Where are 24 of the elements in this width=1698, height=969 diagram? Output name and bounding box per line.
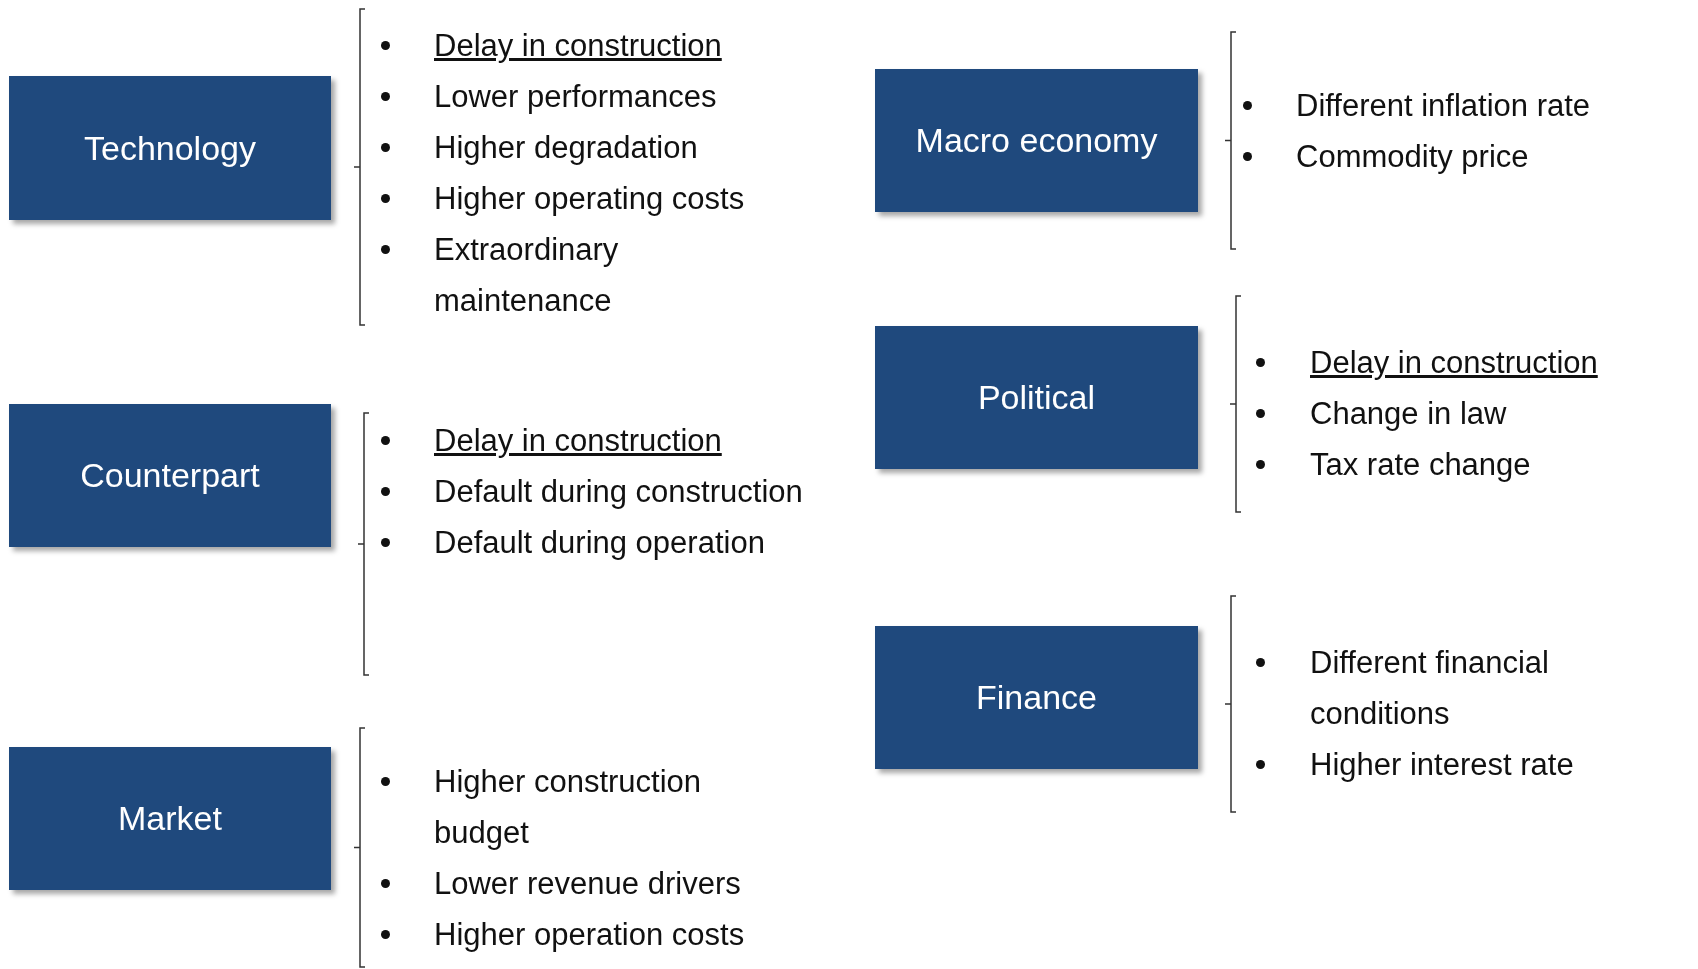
bullet-text: Default during operation <box>434 524 766 562</box>
bullet-text: Lower performances <box>434 78 718 116</box>
bullet-text: Extraordinary maintenance <box>434 231 620 320</box>
bullet-text: Higher operation costs <box>434 916 746 954</box>
bullet-text: Change in law <box>1310 395 1508 433</box>
bullet-text: Higher operating costs <box>434 180 746 218</box>
bullet-text: Lower revenue drivers <box>434 865 742 903</box>
bullet-text: Tax rate change <box>1310 446 1532 484</box>
category-box: Counterpart <box>9 404 331 547</box>
bullet-text: Higher construction budget <box>434 763 703 852</box>
bullet-text: Different inflation rate <box>1296 87 1592 125</box>
category-box: Macro economy <box>875 69 1198 212</box>
category-box: Finance <box>875 626 1198 769</box>
category-box: Technology <box>9 76 331 220</box>
category-box: Political <box>875 326 1198 469</box>
bullet-text: Delay in construction <box>434 422 723 460</box>
bullet-text: Delay in construction <box>1310 344 1599 382</box>
bullet-text: Higher degradation <box>434 129 699 167</box>
bullet-text: Default during construction <box>434 473 804 511</box>
bullet-text: Commodity price <box>1296 138 1530 176</box>
bullet-text: Higher interest rate <box>1310 746 1575 784</box>
bullet-text: Delay in construction <box>434 27 723 65</box>
category-box: Market <box>9 747 331 890</box>
bullet-text: Different financial conditions <box>1310 644 1550 733</box>
